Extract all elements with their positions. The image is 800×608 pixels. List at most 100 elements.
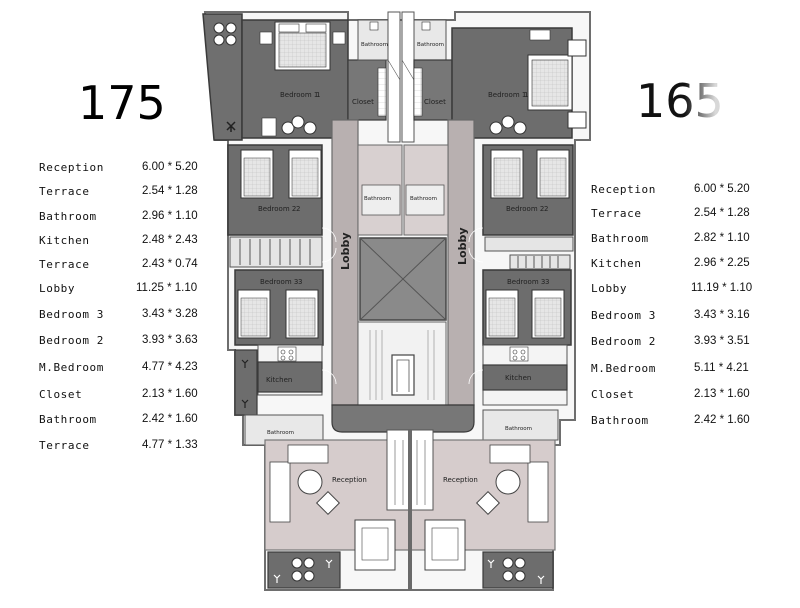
room-label: Bathroom (417, 42, 444, 48)
spec-label: Bedroom 2 (591, 335, 657, 348)
kitchen-right (482, 364, 568, 391)
spec-value: 11.19 * 1.10 (691, 282, 753, 294)
spec-value: 3.93 * 3.63 (142, 334, 198, 346)
spec-label: Bathroom (39, 210, 97, 223)
spec-label: Reception (39, 161, 105, 174)
terrace-kitchen-left (234, 349, 258, 416)
spec-label: Kitchen (591, 257, 642, 270)
spec-label: Lobby (591, 282, 628, 295)
room-label: Bedroom 3 (260, 278, 298, 286)
terrace-bottom-left (267, 551, 341, 589)
room-label: Bedroom 3 (507, 278, 545, 286)
spec-row: M.Bedroom 5.11 * 4.21 (591, 362, 791, 380)
spec-row: Bedroom 2 3.93 * 3.51 (591, 335, 791, 353)
spec-value: 2.96 * 1.10 (142, 210, 198, 222)
spec-label: Reception (591, 183, 657, 196)
svg-text:2: 2 (296, 205, 300, 213)
room-label: Kitchen (505, 374, 531, 382)
room-label: Bathroom (505, 426, 532, 432)
room-label: Bathroom (267, 430, 294, 436)
spec-value: 3.43 * 3.28 (142, 308, 198, 320)
spec-value: 3.93 * 3.51 (694, 335, 750, 347)
kitchen-left (257, 361, 323, 393)
spec-value: 6.00 * 5.20 (694, 183, 750, 195)
spec-label: Terrace (591, 207, 642, 220)
spec-label: Lobby (39, 282, 76, 295)
spec-label: Terrace (39, 258, 90, 271)
spec-row: Bedroom 3 3.43 * 3.28 (39, 308, 239, 326)
plant-icon (241, 359, 249, 368)
plant-icon (226, 121, 236, 132)
spec-label: Bedroom 3 (591, 309, 657, 322)
spec-label: Bathroom (591, 232, 649, 245)
room-label: Bedroom 1 (488, 91, 526, 99)
room-label: Bedroom 2 (258, 205, 296, 213)
spec-row: Terrace 2.54 * 1.28 (591, 207, 791, 225)
spec-row: Lobby 11.25 * 1.10 (39, 282, 239, 300)
room-label: Lobby (456, 228, 469, 266)
spec-label: Kitchen (39, 234, 90, 247)
spec-row: Reception 6.00 * 5.20 (591, 183, 791, 201)
spec-label: Closet (591, 388, 635, 401)
room-label: Bathroom (361, 42, 388, 48)
spec-row: M.Bedroom 4.77 * 4.23 (39, 361, 239, 379)
spec-label: M.Bedroom (39, 361, 105, 374)
spec-row: Bathroom 2.42 * 1.60 (39, 413, 239, 431)
lobby-right (447, 119, 475, 406)
spec-row: Kitchen 2.48 * 2.43 (39, 234, 239, 252)
room-label: Bathroom (364, 196, 391, 202)
spec-row: Lobby 11.19 * 1.10 (591, 282, 791, 300)
room-label: Bathroom (410, 196, 437, 202)
room-label: Closet (424, 98, 446, 106)
unit-number-right: 165 (636, 74, 724, 128)
spec-value: 3.43 * 3.16 (694, 309, 750, 321)
room-label: Kitchen (266, 376, 292, 384)
plant-icon (537, 575, 545, 584)
spec-value: 2.48 * 2.43 (142, 234, 198, 246)
spec-row: Bathroom 2.42 * 1.60 (591, 414, 791, 432)
spec-value: 2.13 * 1.60 (142, 388, 198, 400)
spec-value: 2.42 * 1.60 (142, 413, 198, 425)
spec-value: 5.11 * 4.21 (694, 362, 749, 374)
spec-label: Bathroom (591, 414, 649, 427)
spec-value: 2.54 * 1.28 (694, 207, 750, 219)
terrace-bottom-right (482, 551, 554, 589)
terrace-top-left (202, 13, 243, 141)
spec-label: Bedroom 2 (39, 334, 105, 347)
svg-text:1: 1 (316, 91, 320, 99)
svg-text:3: 3 (545, 278, 549, 286)
spec-row: Terrace 2.54 * 1.28 (39, 185, 239, 203)
svg-text:3: 3 (298, 278, 302, 286)
plant-icon (325, 559, 333, 568)
spec-row: Bedroom 2 3.93 * 3.63 (39, 334, 239, 352)
spec-label: Closet (39, 388, 83, 401)
spec-row: Bedroom 3 3.43 * 3.16 (591, 309, 791, 327)
spec-value: 2.54 * 1.28 (142, 185, 198, 197)
spec-label: Bathroom (39, 413, 97, 426)
spec-row: Closet 2.13 * 1.60 (39, 388, 239, 406)
spec-label: Terrace (39, 185, 90, 198)
spec-row: Reception 6.00 * 5.20 (39, 161, 239, 179)
room-label: Bedroom 1 (280, 91, 318, 99)
spec-value: 2.42 * 1.60 (694, 414, 750, 426)
spec-row: Terrace 2.43 * 0.74 (39, 258, 239, 276)
plant-icon (241, 399, 249, 408)
spec-value: 11.25 * 1.10 (136, 282, 198, 294)
svg-text:1: 1 (524, 91, 528, 99)
spec-value: 2.43 * 0.74 (142, 258, 198, 270)
lobby-left (331, 119, 359, 406)
spec-value: 4.77 * 4.23 (142, 361, 198, 373)
plant-icon (487, 559, 495, 568)
spec-row: Bathroom 2.96 * 1.10 (39, 210, 239, 228)
room-label: Closet (352, 98, 374, 106)
spec-value: 6.00 * 5.20 (142, 161, 198, 173)
spec-label: M.Bedroom (591, 362, 657, 375)
room-label: Reception (443, 476, 478, 484)
room-label: Reception (332, 476, 367, 484)
spec-label: Terrace (39, 439, 90, 452)
spec-label: Bedroom 3 (39, 308, 105, 321)
